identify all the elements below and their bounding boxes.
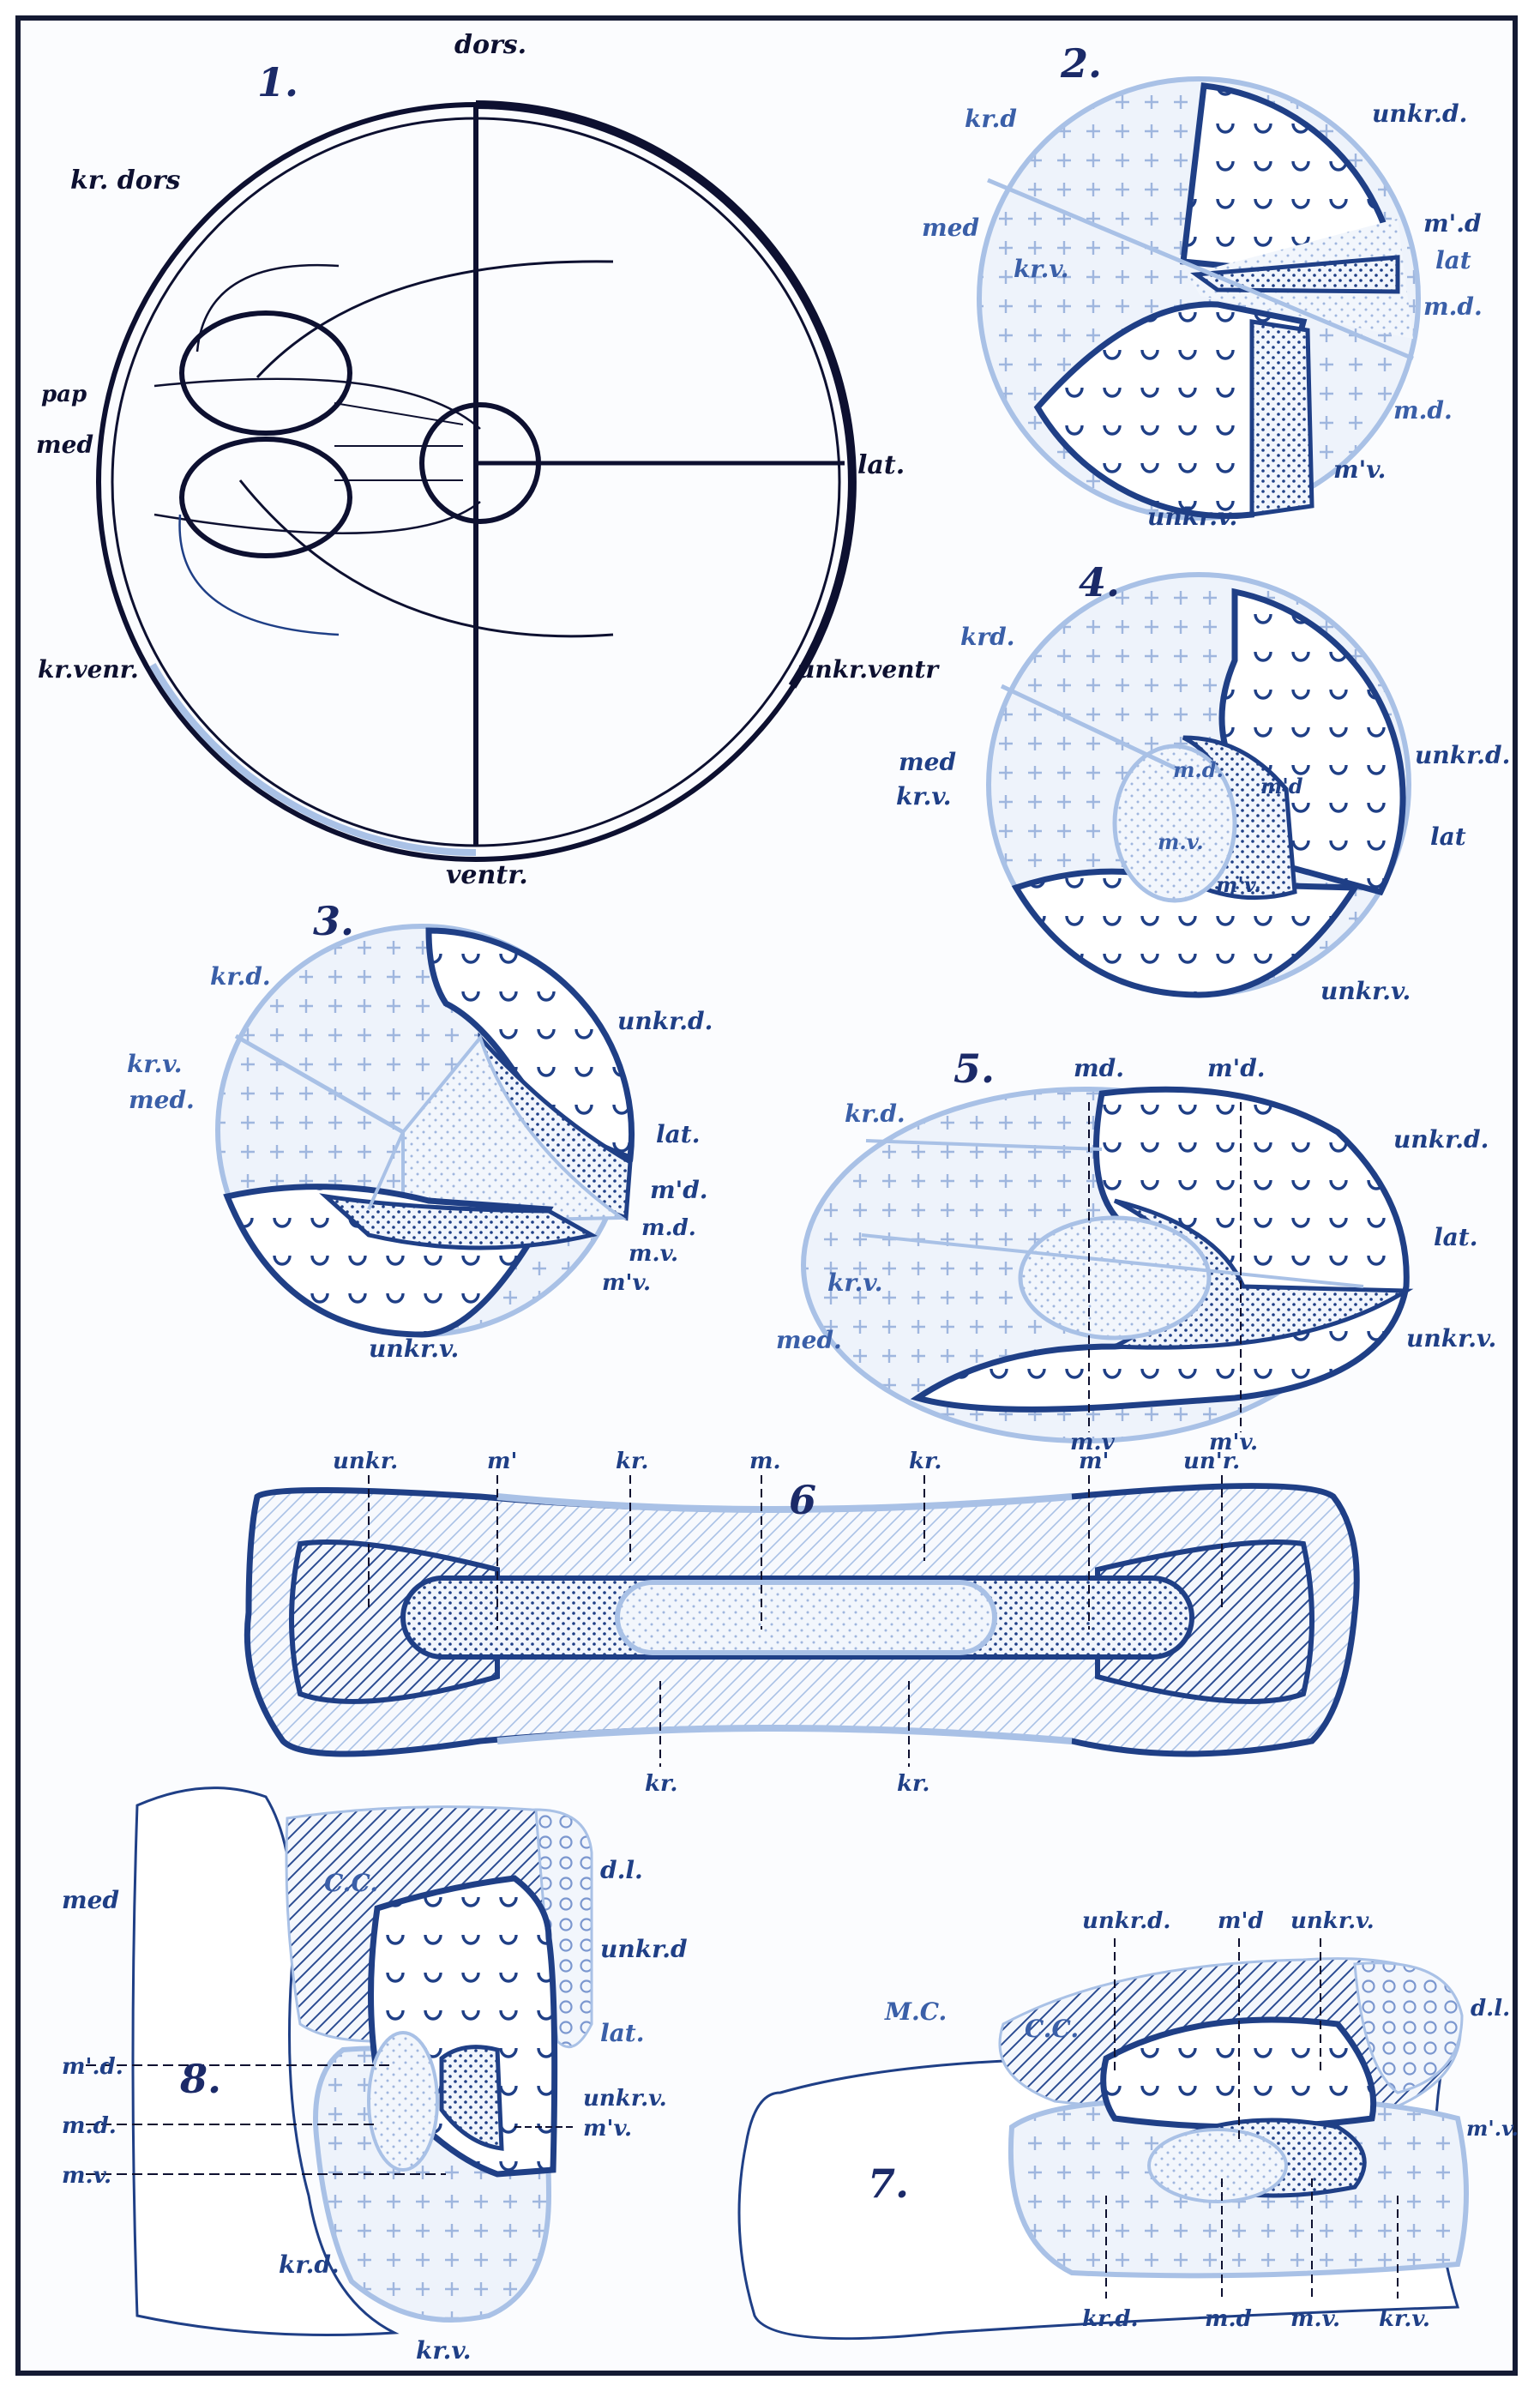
fig2-label-mprime-d: m'.d (1423, 209, 1482, 238)
fig5-label-med: med. (776, 1326, 842, 1354)
fig5-label-m-d: md. (1074, 1054, 1124, 1082)
fig5-label-mprime-v: m'v. (1209, 1430, 1258, 1455)
figure-3 (215, 924, 635, 1338)
fig6-label-mprime-left: m' (487, 1449, 517, 1474)
fig7-label-unkr-d: unkr.d. (1082, 1908, 1170, 1934)
fig5-label-m-v: m.v (1070, 1430, 1116, 1455)
fig7-label-dl: d.l. (1471, 1996, 1510, 2021)
fig1-label-lateral: lat. (857, 450, 905, 480)
fig2-label-med: med (922, 214, 979, 242)
fig4-label-mprime-v: m'v. (1216, 872, 1261, 897)
fig2-label-m-d-1: m.d. (1423, 292, 1483, 321)
fig1-label-ventral: ventr. (446, 860, 528, 890)
fig7-label-cc: C.C. (1025, 2015, 1079, 2043)
fig7-label-kr-v: kr.v. (1379, 2306, 1430, 2332)
figure-7 (737, 1938, 1469, 2341)
fig5-label-kr-d: kr.d. (845, 1100, 905, 1128)
fig4-label-unkr-v: unkr.v. (1320, 977, 1411, 1005)
fig8-label-kr-d: kr.d. (279, 2250, 340, 2279)
fig7-label-unkr-v: unkr.v. (1290, 1908, 1375, 1934)
fig5-label-mprime-d: m'd. (1207, 1054, 1266, 1082)
fig8-label-kr-v: kr.v. (416, 2336, 472, 2365)
fig4-number: 4. (1079, 559, 1120, 606)
fig7-label-mprime-v: m'.v. (1466, 2116, 1519, 2141)
fig2-label-kr-d: kr.d (965, 105, 1017, 133)
fig1-label-uncrossed-ventral: unkr.ventr (797, 655, 940, 684)
fig6-label-unkr-left: unkr. (333, 1449, 398, 1474)
fig4-label-mprime-d: m'd (1260, 774, 1303, 798)
fig5-label-lat: lat. (1434, 1223, 1477, 1251)
figure-1 (96, 100, 857, 862)
figure-4 (986, 572, 1411, 998)
fig2-label-lat: lat (1435, 246, 1471, 274)
fig6-label-kr-top-left: kr. (616, 1449, 648, 1474)
fig4-label-m-d: m.d. (1173, 757, 1224, 782)
fig7-label-m-d: m.d (1205, 2306, 1252, 2332)
fig3-number: 3. (313, 898, 354, 944)
fig2-label-kr-v: kr.v. (1014, 255, 1069, 283)
fig8-label-unkr-d: unkr.d (600, 1935, 688, 1963)
fig7-label-kr-d: kr.d. (1082, 2306, 1139, 2332)
fig7-number: 7. (868, 2160, 909, 2207)
fig3-label-kr-v: kr.v. (127, 1050, 183, 1078)
fig3-label-m-d: m.d. (641, 1215, 696, 1241)
fig6-label-kr-bottom-left: kr. (645, 1771, 677, 1797)
fig8-label-med: med (62, 1886, 119, 1914)
fig5-label-unkr-v: unkr.v. (1406, 1324, 1496, 1353)
fig6-label-kr-top-right: kr. (909, 1449, 941, 1474)
fig6-label-mprime-right: m' (1079, 1449, 1109, 1474)
fig8-number: 8. (179, 2056, 221, 2102)
fig7-label-mc: M.C. (884, 1997, 947, 2026)
fig8-label-mprime-d: m'.d. (62, 2054, 123, 2080)
fig5-number: 5. (953, 1045, 995, 1092)
fig4-label-lat: lat (1430, 822, 1466, 851)
fig4-label-unkr-d: unkr.d. (1415, 741, 1510, 769)
fig6-label-unkr-right: un'r. (1183, 1449, 1240, 1474)
fig8-label-m-v: m.v. (62, 2163, 111, 2189)
fig8-label-m-d: m.d. (62, 2113, 117, 2139)
fig2-label-unkr-v: unkr.v. (1147, 503, 1237, 531)
figure-5 (801, 1086, 1414, 1443)
fig8-label-lat: lat. (600, 2019, 644, 2047)
fig3-label-mprime-v: m'v. (602, 1270, 651, 1296)
fig5-label-kr-v: kr.v. (827, 1268, 883, 1297)
fig3-label-med: med. (129, 1086, 195, 1114)
fig6-number: 6 (789, 1477, 816, 1523)
fig7-label-mprime-d: m'd (1218, 1908, 1264, 1934)
fig6-label-kr-bottom-right: kr. (897, 1771, 929, 1797)
figure-6 (244, 1475, 1360, 1767)
fig8-label-unkr-v: unkr.v. (583, 2086, 667, 2112)
fig5-label-unkr-d: unkr.d. (1393, 1125, 1489, 1154)
fig1-number: 1. (257, 59, 298, 105)
fig2-label-mprime-v: m'v. (1333, 455, 1386, 484)
fig8-label-mprime-v: m'v. (583, 2116, 632, 2142)
fig1-label-medial: med (36, 431, 93, 459)
fig3-label-unkr-d: unkr.d. (617, 1007, 713, 1035)
fig1-label-cross-dorsal: kr. dors (70, 166, 181, 196)
fig1-label-papilla: pap (41, 382, 87, 407)
fig6-label-m: m. (749, 1449, 781, 1474)
fig2-label-unkr-d: unkr.d. (1372, 99, 1467, 128)
fig3-label-kr-d: kr.d. (210, 962, 271, 991)
fig3-label-lat: lat. (656, 1120, 700, 1148)
fig2-label-m-d-2: m.d. (1393, 396, 1453, 425)
fig4-label-m-v: m.v. (1158, 829, 1204, 854)
fig8-label-dl: d.l. (600, 1856, 643, 1884)
fig4-label-kr-v: kr.v. (896, 782, 952, 810)
fig4-label-kr-d: krd. (960, 623, 1014, 651)
fig8-label-cc: C.C. (324, 1869, 378, 1897)
fig1-label-cross-ventral: kr.venr. (38, 655, 139, 684)
fig2-number: 2. (1060, 40, 1102, 87)
fig4-label-med: med (899, 748, 956, 776)
fig3-label-mprime-d: m'd. (650, 1176, 708, 1204)
figure-2 (977, 76, 1421, 521)
fig7-label-m-v: m.v. (1290, 2306, 1340, 2332)
fig3-label-unkr-v: unkr.v. (369, 1335, 459, 1363)
fig1-label-dorsal: dors. (454, 30, 526, 60)
fig3-label-m-v: m.v. (629, 1241, 678, 1267)
figure-8 (86, 1786, 593, 2336)
